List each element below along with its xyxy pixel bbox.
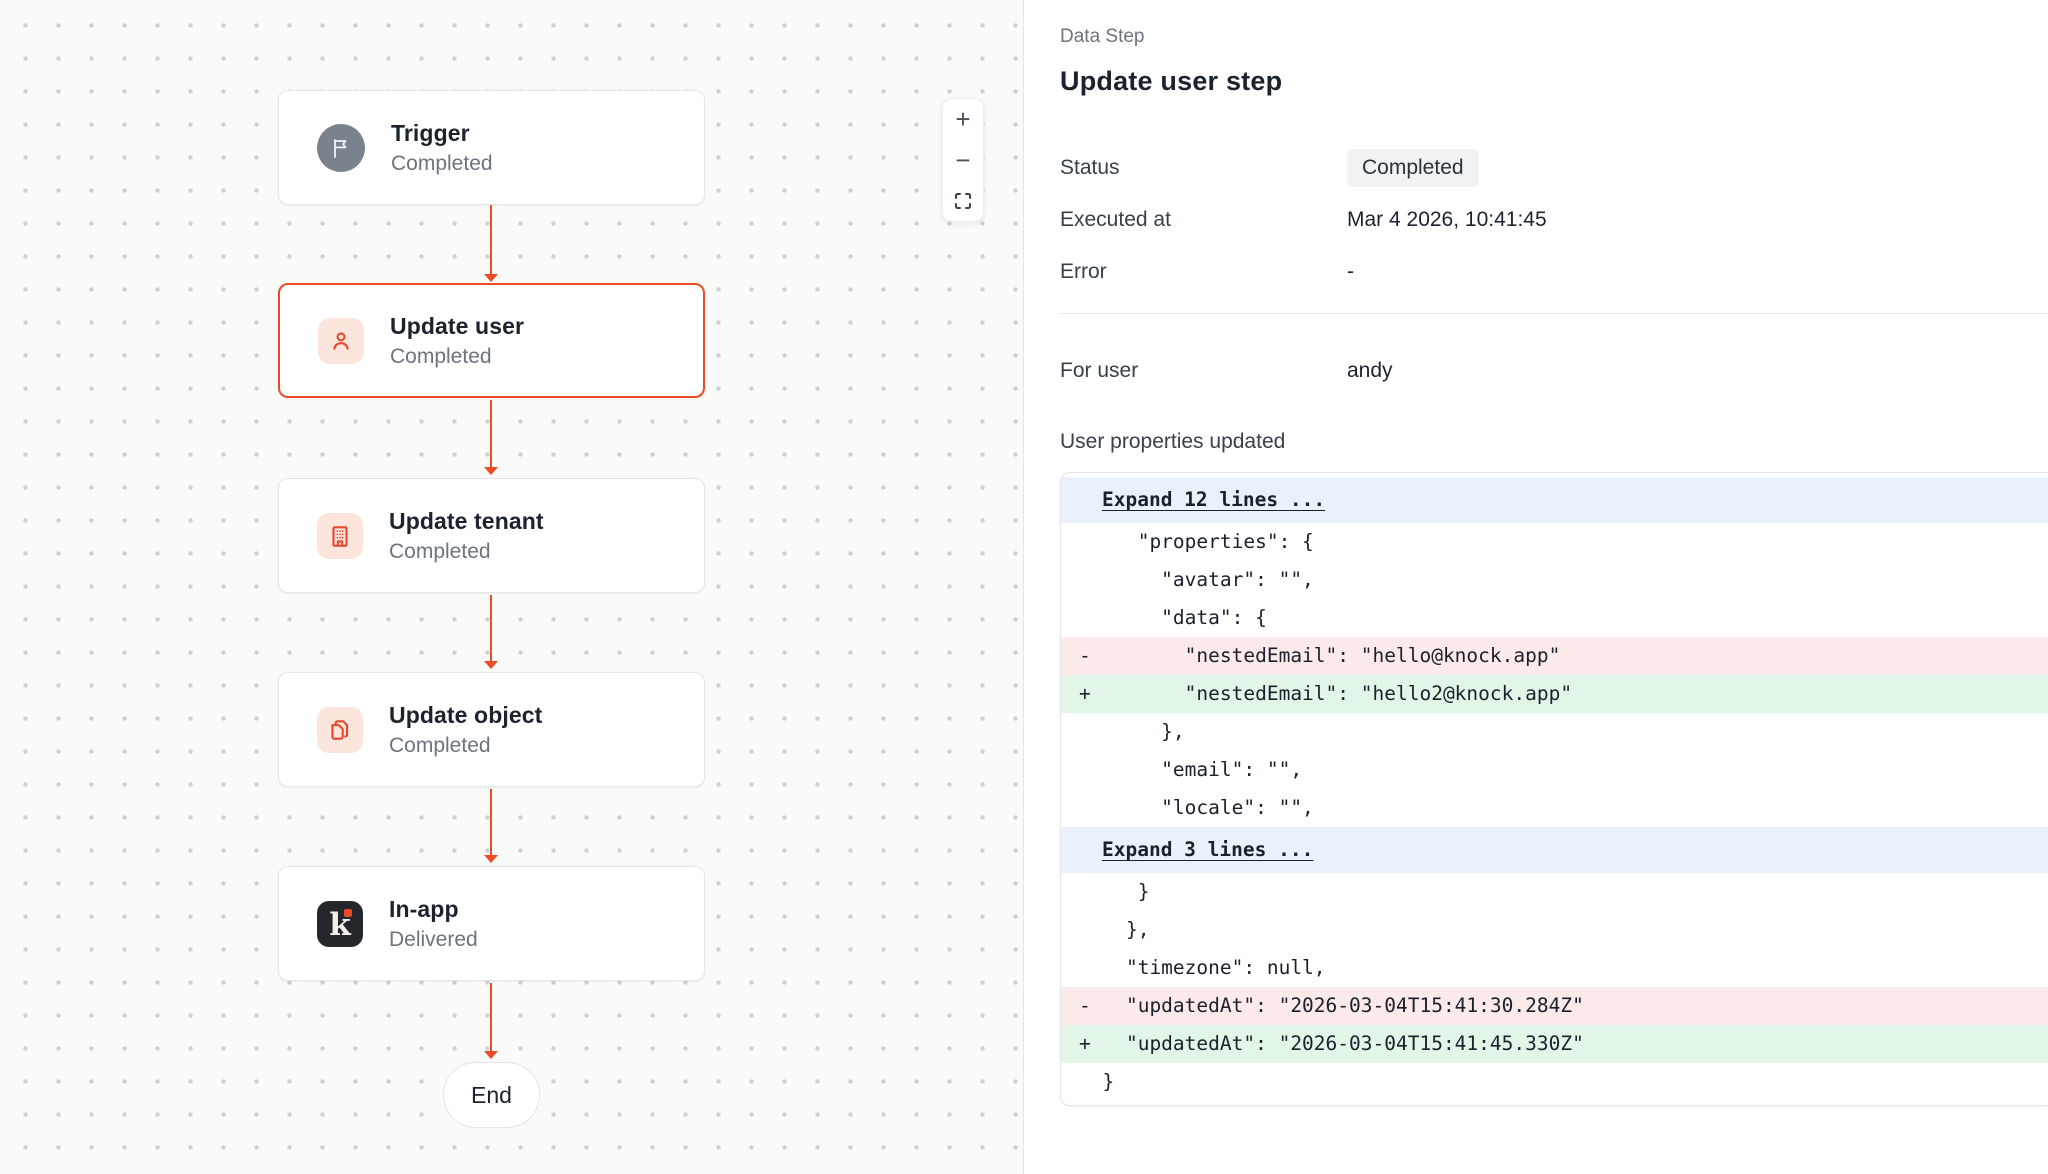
- field-value: -: [1347, 260, 1354, 283]
- node-title: In-app: [389, 895, 459, 922]
- fullscreen-icon[interactable]: [942, 181, 984, 221]
- zoom-in-button[interactable]: +: [955, 104, 971, 135]
- diff-row: "email": "",: [1079, 758, 1303, 781]
- diff-row: "data": {: [1079, 606, 1267, 629]
- field-label: Executed at: [1060, 208, 1171, 231]
- diff-row: },: [1079, 918, 1150, 941]
- page-title: Update user step: [1060, 66, 1283, 96]
- zoom-out-button[interactable]: −: [955, 144, 971, 175]
- diff-row: },: [1079, 720, 1185, 743]
- node-status: Completed: [391, 151, 493, 175]
- step-detail-panel: Data Step Update user step Status Comple…: [1024, 0, 2048, 1174]
- node-title: Trigger: [391, 119, 470, 146]
- connector-arrow: [484, 205, 498, 282]
- divider: [1060, 313, 2048, 314]
- diff-row: }: [1079, 1070, 1115, 1093]
- step-fields: Status Completed Executed at Mar 4 2026,…: [1060, 149, 2048, 291]
- node-title: Update object: [389, 701, 543, 728]
- field-value: Mar 4 2026, 10:41:45: [1347, 208, 1547, 231]
- knock-logo-dot: [344, 908, 352, 917]
- zoom-toolbar: + −: [942, 98, 984, 222]
- field-row-status: Status Completed: [1060, 149, 2048, 187]
- node-status: Completed: [390, 344, 492, 368]
- expand-lines-link[interactable]: Expand 12 lines ...: [1061, 477, 2048, 523]
- diff-row: "timezone": null,: [1079, 956, 1326, 979]
- connector-arrow: [484, 789, 498, 863]
- building-icon: [317, 512, 363, 559]
- diff-row-removed: - "nestedEmail": "hello@knock.app": [1061, 637, 2048, 675]
- user-icon: [318, 317, 364, 364]
- field-label: Status: [1060, 156, 1120, 179]
- node-update-tenant[interactable]: Update tenant Completed: [278, 478, 705, 593]
- section-label: User properties updated: [1060, 430, 1286, 453]
- knock-logo: k: [317, 900, 363, 947]
- field-row-error: Error -: [1060, 253, 2048, 291]
- expand-lines-link[interactable]: Expand 3 lines ...: [1061, 827, 2048, 873]
- node-title: Update user: [390, 312, 525, 339]
- connector-arrow: [484, 400, 498, 475]
- connector-arrow: [484, 983, 498, 1059]
- node-update-object[interactable]: Update object Completed: [278, 672, 705, 787]
- copy-icon: [317, 706, 363, 753]
- step-type-label: Data Step: [1060, 26, 1145, 47]
- status-badge: Completed: [1347, 149, 1479, 187]
- node-update-user[interactable]: Update user Completed: [278, 283, 705, 398]
- flag-icon: [317, 123, 365, 172]
- user-link[interactable]: andy: [1347, 359, 1393, 382]
- properties-diff-block: Expand 12 lines ... "properties": { "ava…: [1060, 472, 2048, 1106]
- node-status: Delivered: [389, 927, 478, 951]
- connector-arrow: [484, 595, 498, 669]
- field-label: For user: [1060, 359, 1139, 382]
- diff-row: "avatar": "",: [1079, 568, 1314, 591]
- workflow-canvas[interactable]: Trigger Completed Update user Completed …: [0, 0, 1024, 1174]
- node-trigger[interactable]: Trigger Completed: [278, 90, 705, 205]
- field-row-executed-at: Executed at Mar 4 2026, 10:41:45: [1060, 201, 2048, 239]
- diff-row: "locale": "",: [1079, 796, 1314, 819]
- node-end[interactable]: End: [443, 1062, 540, 1128]
- node-status: Completed: [389, 733, 491, 757]
- diff-row-removed: - "updatedAt": "2026-03-04T15:41:30.284Z…: [1061, 987, 2048, 1025]
- diff-row-added: + "nestedEmail": "hello2@knock.app": [1061, 675, 2048, 713]
- node-in-app[interactable]: k In-app Delivered: [278, 866, 705, 981]
- field-label: Error: [1060, 260, 1107, 283]
- node-status: Completed: [389, 539, 491, 563]
- diff-row-added: + "updatedAt": "2026-03-04T15:41:45.330Z…: [1061, 1025, 2048, 1063]
- field-row-for-user: For user andy: [1060, 352, 2048, 390]
- diff-row: }: [1079, 880, 1150, 903]
- diff-row: "properties": {: [1079, 530, 1314, 553]
- node-title: Update tenant: [389, 507, 544, 534]
